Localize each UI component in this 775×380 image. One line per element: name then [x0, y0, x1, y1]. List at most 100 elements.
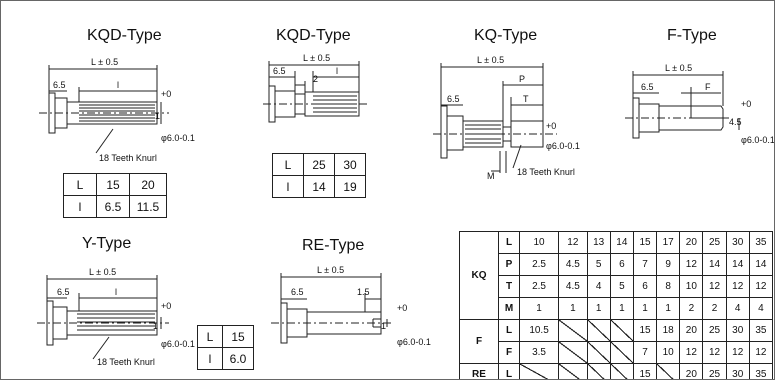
- spec-row-key: P: [498, 253, 520, 276]
- y-dimension-table: L 15 l 6.0: [197, 325, 254, 370]
- spec-cell: 35: [748, 319, 774, 342]
- kq-diam-label: φ6.0-0.1: [546, 141, 580, 151]
- y-one-label: 1: [153, 321, 158, 331]
- spec-cell: 14: [748, 253, 774, 276]
- spec-cell: 12: [725, 341, 750, 364]
- kqd1-header-15: 15: [96, 173, 130, 196]
- y-length-label: L ± 0.5: [89, 267, 116, 277]
- spec-cell: 14: [725, 253, 750, 276]
- re-flange-label: 6.5: [291, 287, 304, 297]
- kq-length-label: L ± 0.5: [477, 55, 504, 65]
- spec-cell: 6: [632, 275, 658, 298]
- kqd2-l-label: l: [336, 66, 338, 76]
- f-45-label: 4.5: [729, 117, 742, 127]
- kqd-type-title-1: KQD-Type: [87, 27, 162, 44]
- kqd1-l-label: l: [117, 80, 119, 90]
- kq-knurl-label: 18 Teeth Knurl: [517, 167, 575, 177]
- y-l-label: l: [115, 287, 117, 297]
- spec-cell: 12: [702, 341, 727, 364]
- re-diam-label: φ6.0-0.1: [397, 337, 431, 347]
- spec-cell: 13: [586, 231, 611, 254]
- y-row-60: 6.0: [222, 347, 254, 370]
- spec-cell: [558, 341, 588, 364]
- spec-row-key: T: [498, 275, 520, 298]
- spec-cell: [558, 363, 588, 379]
- kqd2-row-14: 14: [303, 175, 335, 198]
- kqd1-one-label: 1: [155, 111, 160, 121]
- spec-cell: 2: [679, 297, 704, 320]
- spec-cell: 4.5: [558, 253, 588, 276]
- spec-cell: 4.5: [558, 275, 588, 298]
- kq-shaft-drawing: [433, 63, 557, 173]
- spec-cell: 20: [679, 363, 704, 379]
- y-shaft-drawing: [37, 275, 169, 360]
- spec-cell: 25: [702, 319, 727, 342]
- spec-cell: 7: [632, 253, 658, 276]
- kq-tol-label: +0: [546, 121, 556, 131]
- kqd2-header-30: 30: [334, 153, 366, 176]
- spec-cell: 20: [679, 231, 704, 254]
- spec-cell: 30: [725, 231, 750, 254]
- f-tol-label: +0: [741, 99, 751, 109]
- kqd-type-title-2: KQD-Type: [276, 27, 351, 44]
- spec-cell: 1: [656, 297, 681, 320]
- spec-cell: [586, 341, 611, 364]
- spec-cell: 12: [748, 341, 774, 364]
- y-row-l: l: [197, 347, 223, 370]
- spec-cell: 12: [558, 231, 588, 254]
- spec-cell: 14: [702, 253, 727, 276]
- spec-cell: 30: [725, 363, 750, 379]
- spec-cell: [586, 319, 611, 342]
- spec-cell: 6: [609, 253, 634, 276]
- re-length-label: L ± 0.5: [317, 265, 344, 275]
- spec-cell: [609, 319, 634, 342]
- y-knurl-label: 18 Teeth Knurl: [97, 357, 155, 367]
- y-flange-label: 6.5: [57, 287, 70, 297]
- spec-cell: 15: [632, 231, 658, 254]
- spec-cell: 3.5: [518, 341, 560, 364]
- spec-cell: 7: [632, 341, 658, 364]
- re-tol-label: +0: [397, 303, 407, 313]
- kq-m-label: M: [487, 171, 495, 181]
- kqd2-header-25: 25: [303, 153, 335, 176]
- spec-cell: 12: [748, 275, 774, 298]
- kq-type-title: KQ-Type: [474, 27, 538, 44]
- spec-cell: 15: [632, 319, 658, 342]
- kqd1-row-115: 11.5: [129, 195, 167, 218]
- spec-cell: 14: [609, 231, 634, 254]
- spec-cell: 30: [725, 319, 750, 342]
- spec-cell: 1: [632, 297, 658, 320]
- spec-cell: 1: [586, 297, 611, 320]
- kqd1-diam-label: φ6.0-0.1: [161, 133, 195, 143]
- kqd1-dimension-table: L 15 20 l 6.5 11.5: [63, 173, 167, 218]
- spec-row-key: L: [498, 363, 520, 379]
- spec-group-label: KQ: [459, 231, 499, 320]
- spec-cell: 9: [656, 253, 681, 276]
- spec-cell: 35: [748, 363, 774, 379]
- spec-cell: 12: [725, 275, 750, 298]
- f-length-label: L ± 0.5: [665, 63, 692, 73]
- spec-cell: 10.5: [518, 319, 560, 342]
- spec-cell: 15: [632, 363, 658, 379]
- f-flange-label: 6.5: [641, 82, 654, 92]
- kqd2-dimension-table: L 25 30 l 14 19: [272, 153, 366, 198]
- spec-cell: 10: [656, 341, 681, 364]
- kqd1-header-L: L: [63, 173, 97, 196]
- f-diam-label: φ6.0-0.1: [741, 135, 774, 145]
- kqd1-knurl-label: 18 Teeth Knurl: [99, 153, 157, 163]
- spec-cell: 4: [586, 275, 611, 298]
- spec-row-key: M: [498, 297, 520, 320]
- kqd1-row-l: l: [63, 195, 97, 218]
- spec-cell: [609, 363, 634, 379]
- spec-cell: 4: [725, 297, 750, 320]
- y-header-L: L: [197, 325, 223, 348]
- kqd2-header-L: L: [272, 153, 304, 176]
- kq-t-label: T: [523, 94, 529, 104]
- spec-row-key: L: [498, 319, 520, 342]
- spec-row-key: F: [498, 341, 520, 364]
